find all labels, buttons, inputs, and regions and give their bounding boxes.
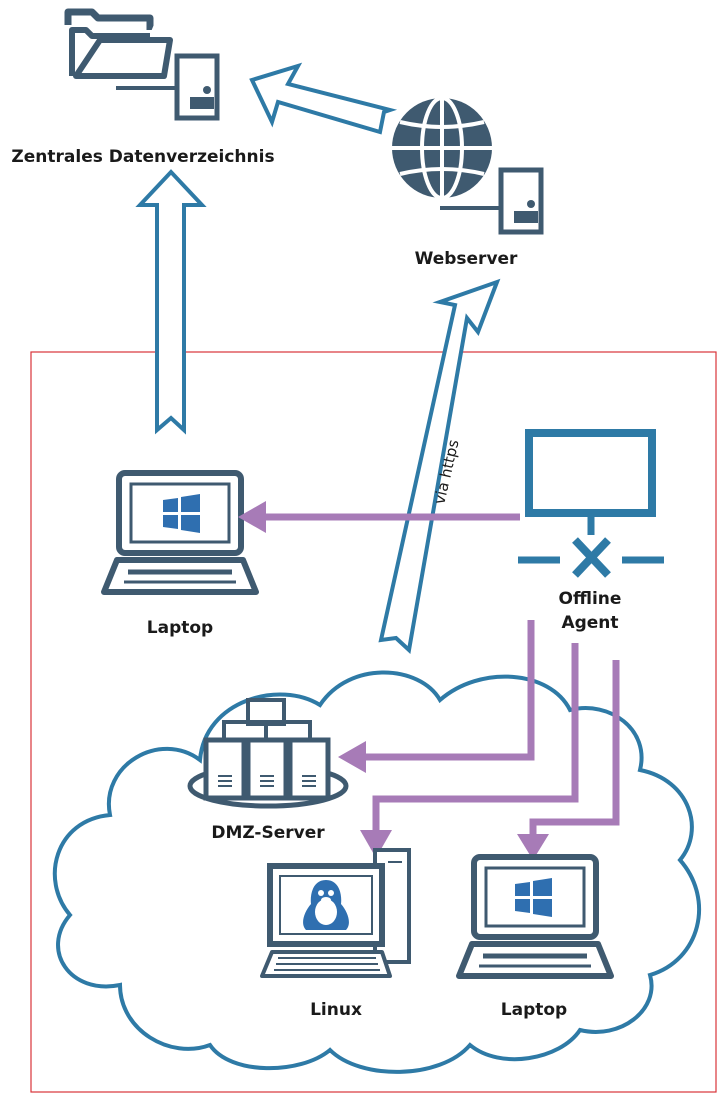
offline-agent-label-line1: Offline	[559, 589, 622, 609]
arrowhead-laptop-bottom	[517, 834, 549, 860]
network-monitor-icon	[518, 429, 664, 578]
arrowhead-linux	[360, 830, 392, 858]
folder-icon	[64, 8, 173, 79]
linux-tux-icon	[303, 880, 349, 930]
internal-zone-border	[30, 351, 717, 1093]
arrowhead-dmz	[338, 741, 366, 773]
arrowhead-laptop-top	[238, 501, 266, 533]
hollow-arrow-laptop-to-directory	[135, 169, 207, 435]
hollow-arrow-webserver-to-directory	[249, 62, 398, 135]
webserver-label: Webserver	[415, 249, 518, 269]
server-cluster-icon	[187, 698, 349, 809]
laptop-icon	[456, 854, 614, 979]
dmz-server-label: DMZ-Server	[211, 823, 325, 843]
agent-arrow-to-laptop-bottom	[529, 660, 620, 845]
globe-icon	[392, 96, 492, 200]
agent-arrow-to-dmz	[362, 620, 535, 761]
windows-logo-icon	[515, 878, 552, 917]
windows-logo-icon	[163, 494, 200, 533]
laptop-bottom-label: Laptop	[501, 1000, 567, 1020]
central-directory-label: Zentrales Datenverzeichnis	[11, 147, 274, 167]
server-tower-icon	[440, 167, 544, 235]
agent-arrow-to-linux	[372, 643, 579, 838]
linux-label: Linux	[310, 1000, 362, 1020]
hollow-arrow-via-https	[378, 278, 501, 654]
offline-agent-label-line2: Agent	[561, 613, 618, 633]
server-tower-icon	[116, 53, 220, 121]
laptop-top-label: Laptop	[147, 618, 213, 638]
laptop-icon	[101, 470, 259, 595]
